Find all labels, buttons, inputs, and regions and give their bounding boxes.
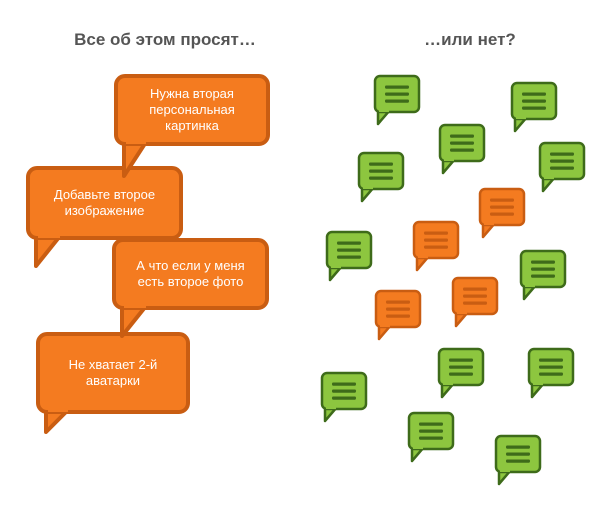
request-bubble-text-1: Нужна вторая персональная картинка (149, 86, 235, 133)
speech-bubble-icon-orange-7 (412, 220, 460, 272)
speech-bubble-icon-green-14 (320, 371, 368, 423)
speech-bubble-icon-green-3 (438, 123, 486, 175)
left-heading: Все об этом просят… (74, 30, 256, 49)
speech-bubble-icon-orange-6 (478, 187, 526, 239)
speech-bubble-icon-green-5 (357, 151, 405, 203)
speech-bubble-icon-green-4 (538, 141, 586, 193)
request-bubble-2 (26, 166, 183, 268)
request-bubble-text-4: Не хватает 2-й аватарки (68, 357, 158, 388)
request-bubble-text-3: А что если у меня есть второе фото (136, 258, 245, 289)
small-bubbles-cloud (320, 74, 586, 486)
speech-bubble-icon-orange-11 (374, 289, 422, 341)
request-bubble-4 (36, 332, 190, 434)
speech-bubble-icon-green-8 (325, 230, 373, 282)
request-bubble-text-2: Добавьте второе изображение (53, 187, 156, 218)
speech-bubble-icon-green-12 (437, 347, 485, 399)
request-bubble-1 (114, 74, 270, 178)
speech-bubble-icon-green-1 (373, 74, 421, 126)
speech-bubble-icon-green-15 (407, 411, 455, 463)
request-bubbles (26, 74, 270, 434)
speech-bubble-icon-orange-10 (451, 276, 499, 328)
request-bubble-3 (112, 238, 269, 338)
right-heading: …или нет? (424, 30, 516, 49)
speech-bubble-icon-green-16 (494, 434, 542, 486)
speech-bubble-icon-green-9 (519, 249, 567, 301)
speech-bubble-icon-green-2 (510, 81, 558, 133)
speech-bubble-icon-green-13 (527, 347, 575, 399)
